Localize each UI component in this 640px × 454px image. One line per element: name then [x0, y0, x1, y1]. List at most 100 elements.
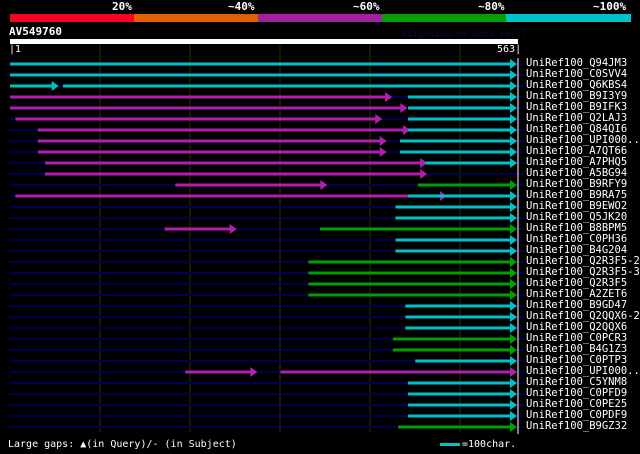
hit-label[interactable]: UniRef100_B9EWO2	[526, 200, 628, 212]
hit-arrow	[375, 114, 383, 124]
hit-arrow	[510, 158, 517, 168]
hit-arrow	[510, 257, 517, 267]
hit-label[interactable]: UniRef100_C0PE25	[526, 398, 628, 410]
hit-label[interactable]: UniRef100_B9GZ32	[526, 420, 628, 432]
hit-arrow	[510, 224, 517, 234]
hit-label[interactable]: UniRef100_Q2QQX6-2	[526, 310, 640, 322]
hit-arrow	[403, 125, 411, 135]
query-end-value: 563	[497, 44, 516, 55]
hit-label[interactable]: UniRef100_C0SVV4	[526, 68, 628, 80]
hit-label[interactable]: UniRef100_Q6KBS4	[526, 79, 628, 91]
hit-label[interactable]: UniRef100_B4G204	[526, 244, 628, 256]
hit-label[interactable]: UniRef100_B9RFY9	[526, 178, 628, 190]
hit-arrow	[510, 422, 517, 432]
hit-label[interactable]: UniRef100_B9I3Y9	[526, 90, 628, 102]
hit-arrow	[510, 378, 517, 388]
hit-arrow	[510, 202, 517, 212]
hit-arrow	[51, 81, 59, 91]
query-bar	[10, 39, 518, 44]
hit-arrow	[510, 92, 517, 102]
hit-label[interactable]: UniRef100_Q2R3F5-3	[526, 266, 640, 278]
hit-arrow	[510, 246, 517, 256]
key-bar-20	[10, 14, 134, 22]
hit-arrow	[510, 136, 517, 146]
hit-arrow	[510, 268, 517, 278]
hit-arrow	[510, 290, 517, 300]
hit-label[interactable]: UniRef100_UPI000..	[526, 134, 640, 146]
hit-arrow	[510, 125, 517, 135]
hit-label[interactable]: UniRef100_C0PCR3	[526, 332, 628, 344]
hit-label[interactable]: UniRef100_Q2QQX6	[526, 321, 628, 333]
hit-arrow	[510, 389, 517, 399]
key-bar-60	[258, 14, 382, 22]
key-label-80: ~80%	[478, 0, 505, 13]
hit-arrow	[510, 279, 517, 289]
hit-arrow	[510, 235, 517, 245]
scale-label: =100char.	[462, 439, 517, 450]
hit-arrow	[510, 345, 517, 355]
key-bar-40	[134, 14, 258, 22]
query-name: AV549760	[9, 25, 62, 38]
hit-label[interactable]: UniRef100_Q94JM3	[526, 57, 628, 69]
hit-label[interactable]: UniRef100_Q2R3F5-2	[526, 255, 640, 267]
query-end: 563|	[497, 44, 522, 55]
key-label-60: ~60%	[353, 0, 380, 13]
hit-arrow	[510, 103, 517, 113]
hit-arrow	[320, 180, 328, 190]
hit-label[interactable]: UniRef100_B8BPM5	[526, 222, 628, 234]
hit-arrow	[510, 301, 517, 311]
hit-label[interactable]: UniRef100_C0PH36	[526, 233, 628, 245]
hit-arrow	[510, 180, 517, 190]
hit-label[interactable]: UniRef100_B4G1Z3	[526, 343, 628, 355]
hit-arrow	[510, 323, 517, 333]
hit-label[interactable]: UniRef100_B9IFK3	[526, 101, 628, 113]
hit-arrow	[510, 70, 517, 80]
hit-label[interactable]: UniRef100_Q84QI6	[526, 123, 628, 135]
hit-arrow	[385, 92, 393, 102]
version-text: AlignView.pm Beta rel.7	[402, 30, 527, 40]
hit-arrow	[510, 312, 517, 322]
hit-arrow	[379, 136, 387, 146]
hit-arrow	[510, 114, 517, 124]
legend: Large gaps: ▲(in Query)/- (in Subject)	[8, 439, 237, 450]
hit-label[interactable]: UniRef100_Q2R3F5	[526, 277, 628, 289]
hit-arrow	[510, 334, 517, 344]
hit-label[interactable]: UniRef100_Q2LAJ3	[526, 112, 628, 124]
hit-arrow	[510, 191, 517, 201]
key-bar-80	[382, 14, 506, 22]
hit-arrow	[379, 147, 387, 157]
hit-arrow	[510, 400, 517, 410]
hit-arrow	[510, 59, 517, 69]
hit-arrow	[510, 367, 517, 377]
hit-label[interactable]: UniRef100_C0PFD9	[526, 387, 628, 399]
hit-label[interactable]: UniRef100_UPI000..	[526, 365, 640, 377]
hit-arrow	[510, 213, 517, 223]
hit-label[interactable]: UniRef100_A7QT66	[526, 145, 628, 157]
key-label-20: 20%	[112, 0, 132, 13]
hit-arrow	[510, 147, 517, 157]
key-bar-100	[506, 14, 631, 22]
hit-label[interactable]: UniRef100_A5BG94	[526, 167, 628, 179]
hit-arrow	[400, 103, 408, 113]
hit-label[interactable]: UniRef100_Q5JK20	[526, 211, 628, 223]
scale-legend: =100char.	[440, 439, 516, 450]
hit-label[interactable]: UniRef100_B9RA75	[526, 189, 628, 201]
hit-label[interactable]: UniRef100_A2ZET6	[526, 288, 628, 300]
hit-arrow	[510, 411, 517, 421]
hit-label[interactable]: UniRef100_C0PDF9	[526, 409, 628, 421]
hit-label[interactable]: UniRef100_C5YNM8	[526, 376, 628, 388]
hit-label[interactable]: UniRef100_B9GD47	[526, 299, 628, 311]
hit-arrow	[510, 356, 517, 366]
hit-arrow	[250, 367, 258, 377]
scale-bar	[440, 442, 460, 446]
key-label-100: ~100%	[593, 0, 627, 13]
query-start-value: 1	[15, 44, 22, 55]
hit-label[interactable]: UniRef100_A7PHQ5	[526, 156, 628, 168]
hit-arrow	[229, 224, 237, 234]
key-label-40: ~40%	[228, 0, 255, 13]
query-start: |1	[9, 44, 22, 55]
hit-arrow	[420, 158, 428, 168]
hit-arrow	[420, 169, 428, 179]
hit-label[interactable]: UniRef100_C0PTP3	[526, 354, 628, 366]
